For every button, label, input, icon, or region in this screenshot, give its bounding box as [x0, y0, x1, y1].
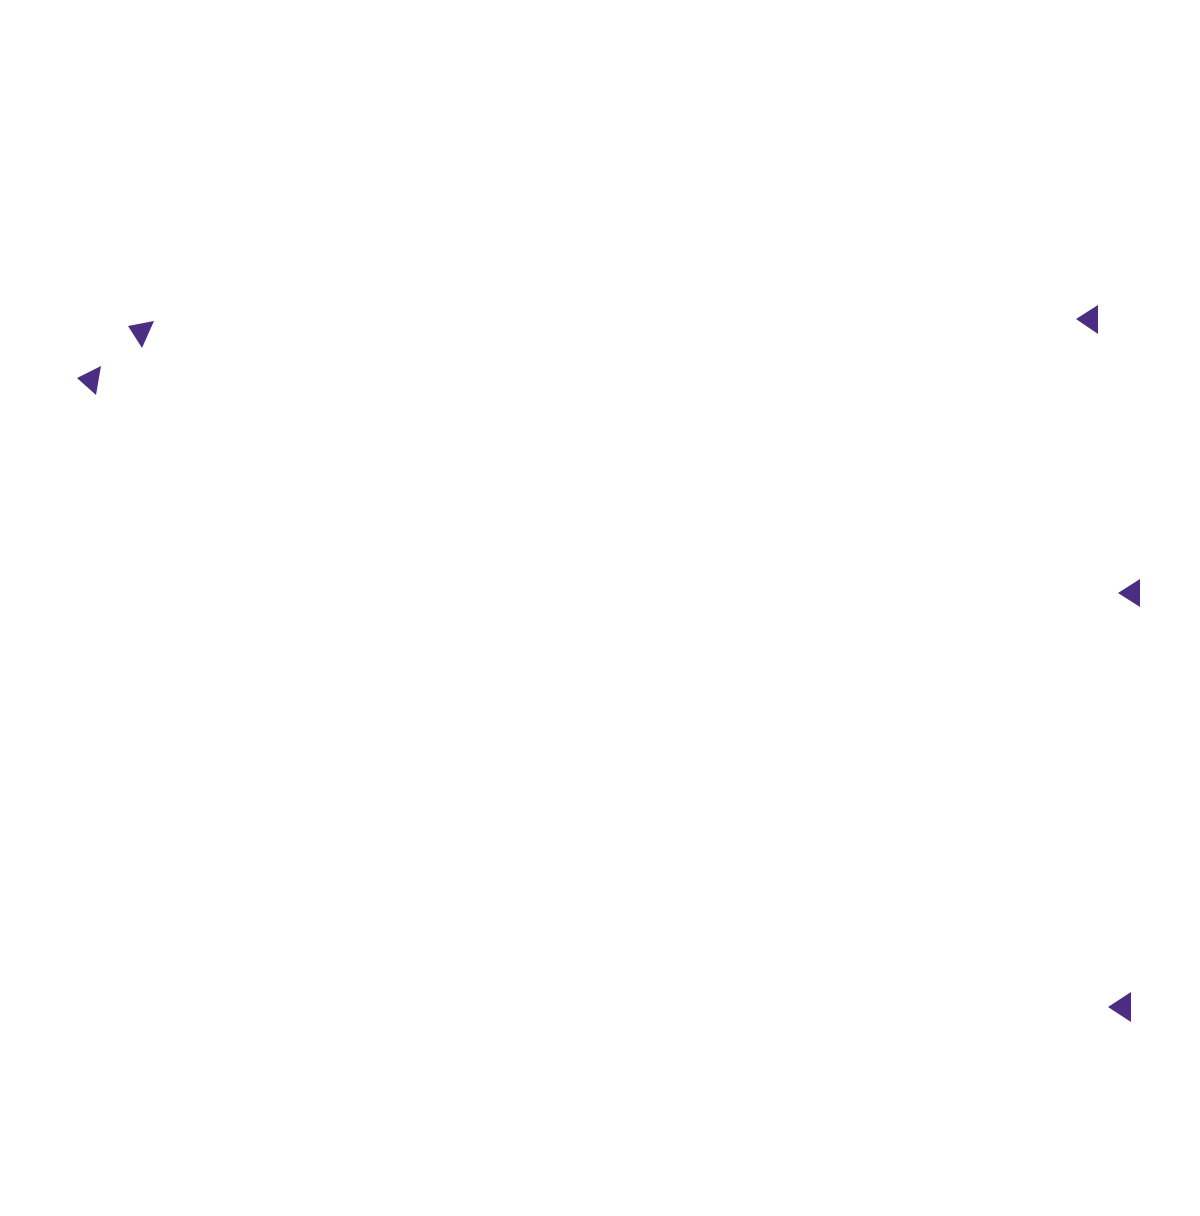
triangle-left-icon	[77, 366, 101, 395]
triangle-left-icon	[1108, 992, 1131, 1022]
triangle-left-icon	[1076, 305, 1098, 334]
triangle-left-icon	[1118, 579, 1140, 607]
triangle-down-icon	[128, 321, 154, 348]
